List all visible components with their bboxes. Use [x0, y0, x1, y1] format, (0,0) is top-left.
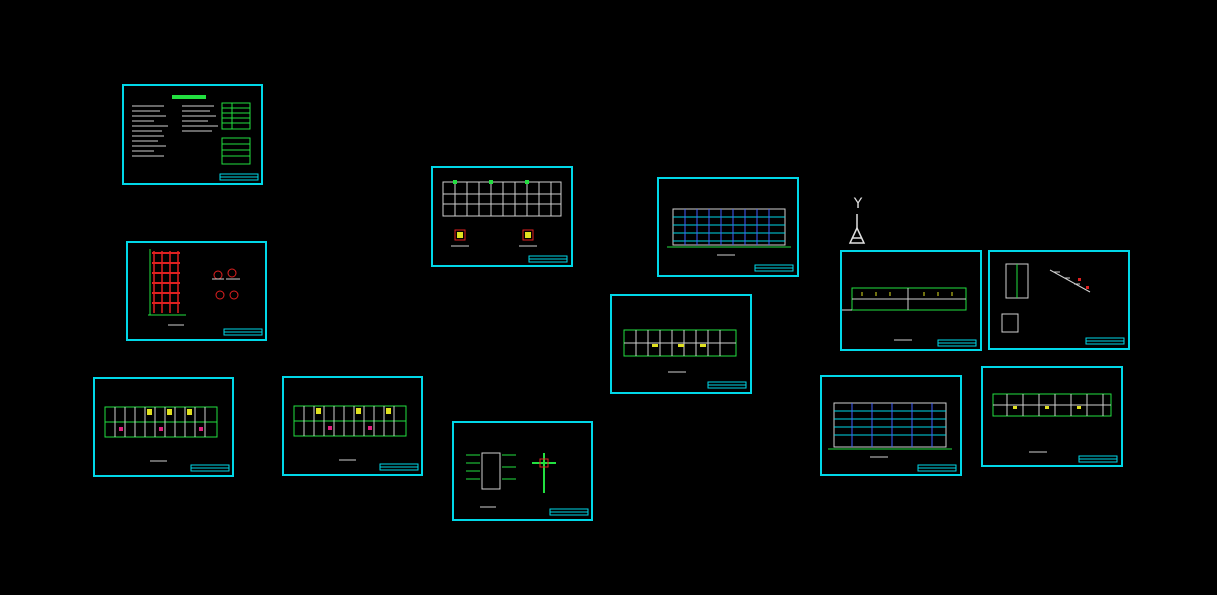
sheet-content [104, 406, 230, 472]
drawing-sheet-stair-details[interactable] [988, 250, 1130, 350]
sheet-content [623, 329, 747, 389]
drawing-sheet-frame-elevation-details[interactable] [126, 241, 267, 341]
drawing-sheet-rear-elevation[interactable] [820, 375, 962, 476]
sheet-content [842, 287, 977, 347]
drawing-sheet-floor-plan-1[interactable] [93, 377, 234, 477]
drawing-sheet-floor-plan-2[interactable] [282, 376, 423, 476]
ucs-icon: Y [843, 196, 873, 256]
sheet-content [132, 95, 259, 181]
drawing-sheet-roof-plan[interactable] [840, 250, 982, 351]
drawing-sheet-floor-plan-3[interactable] [610, 294, 752, 394]
sheet-content [442, 180, 568, 263]
ucs-y-label: Y [853, 196, 863, 212]
sheet-content [667, 208, 794, 272]
drawing-sheet-foundation-plan[interactable] [431, 166, 573, 267]
sheet-content [293, 405, 419, 471]
drawing-sheet-front-elevation[interactable] [657, 177, 799, 277]
sheet-content [828, 402, 957, 472]
sheet-content [148, 249, 263, 336]
drawing-sheet-side-plan[interactable] [981, 366, 1123, 467]
sheet-content [1001, 263, 1125, 345]
sheet-content [992, 393, 1118, 463]
drawing-sheet-wall-section-details[interactable] [452, 421, 593, 521]
sheet-content [466, 452, 589, 516]
drawing-sheet-design-notes[interactable] [122, 84, 263, 185]
ucs-arrow-icon [848, 214, 866, 244]
